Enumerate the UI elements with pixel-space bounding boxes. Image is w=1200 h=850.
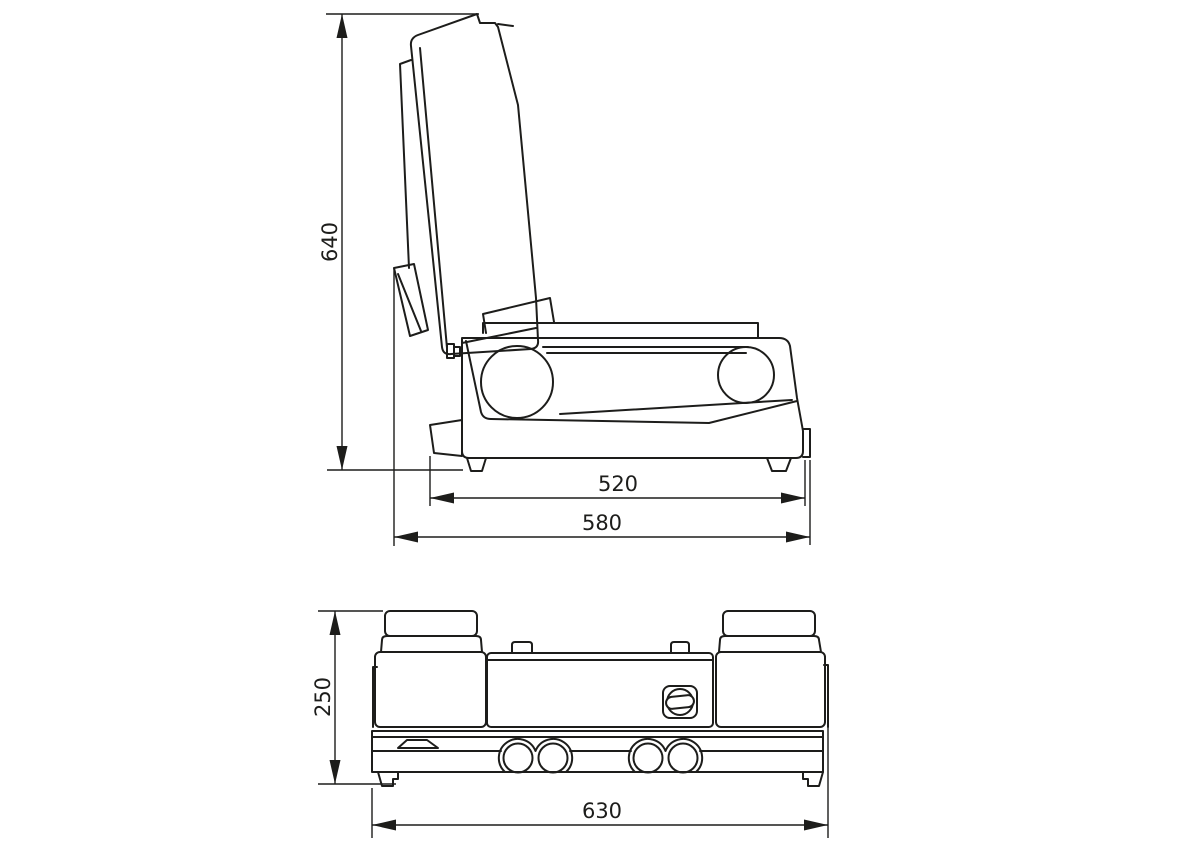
dimension-front-height: 250: [311, 610, 396, 785]
lid-inner-edge: [419, 47, 448, 349]
side-foot-left: [466, 457, 487, 472]
knob-4: [667, 742, 699, 774]
panel-tab-right: [670, 641, 690, 654]
left-box: [374, 651, 487, 728]
tray: [482, 297, 555, 334]
rear-bracket-gusset: [397, 273, 422, 332]
dim-label-front-overall-width: 630: [582, 799, 622, 823]
panel-tab-left: [511, 641, 533, 654]
front-view: 250 630: [311, 610, 829, 838]
right-box-cap: [722, 610, 816, 637]
lid-outline: [409, 13, 540, 356]
right-box-collar: [718, 635, 822, 653]
dim-label-side-inner-width: 520: [598, 472, 638, 496]
dim-label-front-height: 250: [311, 677, 335, 717]
opening-outline: [465, 340, 798, 424]
pulley-left: [480, 345, 554, 419]
hinge-pin: [446, 343, 461, 359]
tray-bottom-edge: [461, 327, 537, 344]
front-foot-right: [802, 771, 824, 787]
left-box-collar: [380, 635, 483, 653]
knob-3: [632, 742, 664, 774]
pulley-right: [717, 346, 775, 404]
dimension-side-inner-width: 520: [429, 456, 806, 506]
rotary-switch: [662, 685, 698, 719]
dim-label-side-overall-width: 580: [582, 511, 622, 535]
base-triangle-marker: [397, 739, 439, 749]
central-panel: [486, 652, 714, 728]
left-box-cap: [384, 610, 478, 637]
dimension-front-overall-width: 630: [371, 727, 829, 838]
rear-bracket: [393, 263, 429, 337]
body-outline: [461, 337, 804, 459]
lower-bracket: [429, 419, 463, 457]
dimension-side-overall-width: 580: [394, 460, 811, 545]
knob-2: [537, 742, 569, 774]
dim-label-side-height: 640: [318, 222, 342, 262]
side-foot-right: [766, 457, 792, 472]
lid-rear-panel: [399, 59, 412, 269]
body-right-tab: [802, 428, 811, 458]
lid-top-tick: [497, 23, 514, 27]
rotary-switch-lever: [665, 694, 695, 710]
top-cover-strip: [482, 322, 759, 339]
right-box: [715, 651, 826, 728]
knob-1: [502, 742, 534, 774]
side-view: 640 520 580: [318, 13, 811, 546]
dimension-side-height: 640: [318, 13, 479, 471]
